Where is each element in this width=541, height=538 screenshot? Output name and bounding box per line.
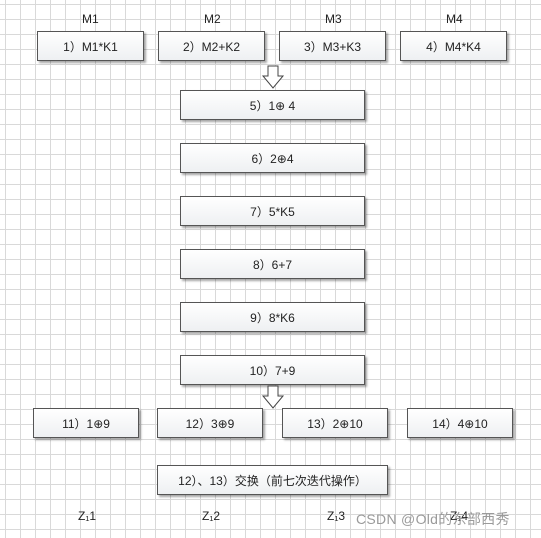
step-6-box: 6）2⊕4 [180, 143, 365, 173]
step-9-box: 9）8*K6 [180, 302, 365, 332]
watermark: CSDN @Old的东部西秀 [356, 511, 510, 527]
step-10-box: 10）7+9 [180, 355, 365, 385]
step-1-box: 1）M1*K1 [37, 31, 144, 61]
step-4-box: 4）M4*K4 [400, 31, 507, 61]
down-arrow-icon [261, 385, 285, 409]
label-z2: Z₁2 [202, 509, 221, 523]
step-14-box: 14）4⊕10 [407, 408, 513, 438]
step-2-box: 2）M2+K2 [158, 31, 265, 61]
label-z3: Z₁3 [327, 509, 346, 523]
step-3-box: 3）M3+K3 [279, 31, 386, 61]
label-m1: M1 [82, 12, 99, 26]
label-m3: M3 [325, 12, 342, 26]
step-12-box: 12）3⊕9 [157, 408, 263, 438]
down-arrow-icon [261, 65, 285, 89]
step-13-box: 13）2⊕10 [282, 408, 388, 438]
label-z1: Z₁1 [78, 509, 97, 523]
label-m4: M4 [446, 12, 463, 26]
step-8-box: 8）6+7 [180, 249, 365, 279]
label-m2: M2 [204, 12, 221, 26]
step-7-box: 7）5*K5 [180, 196, 365, 226]
swap-note-box: 12）、13）交换（前七次迭代操作） [157, 465, 388, 495]
step-5-box: 5）1⊕ 4 [180, 90, 365, 120]
label-z4: Z₁4 [450, 509, 469, 523]
step-11-box: 11）1⊕9 [33, 408, 139, 438]
